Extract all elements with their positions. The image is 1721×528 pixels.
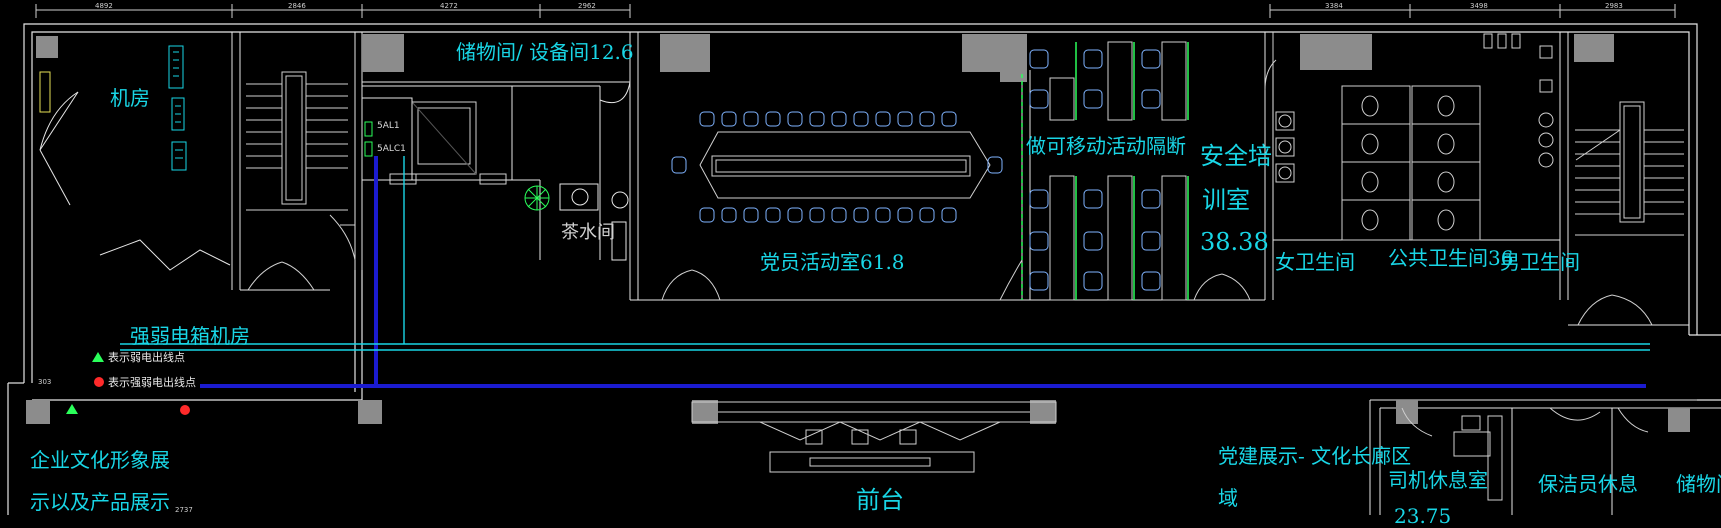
room-label-machine: 机房 xyxy=(110,86,150,110)
chair xyxy=(875,111,891,127)
chair xyxy=(1029,89,1049,109)
stairwell-right xyxy=(1575,101,1684,326)
conference-chairs xyxy=(671,49,1161,291)
dim-9: 2737 xyxy=(175,506,193,514)
room-label-party-activity: 党员活动室61.8 xyxy=(760,250,905,274)
room-label-men-wc: 男卫生间 xyxy=(1500,250,1580,274)
room-area-safety-training: 38.38 xyxy=(1200,228,1269,256)
chair xyxy=(1083,231,1103,251)
chair xyxy=(721,111,737,127)
structural-columns xyxy=(26,34,1690,432)
chair xyxy=(1083,49,1103,69)
room-label-women-wc: 女卫生间 xyxy=(1275,250,1355,274)
room-label-corporate-2: 示以及产品展示 xyxy=(30,490,170,514)
room-label-storage-equipment: 储物间/ 设备间12.6 xyxy=(456,40,634,64)
chair xyxy=(919,207,935,223)
strong-cable-run xyxy=(200,156,1646,388)
chair xyxy=(1029,271,1049,291)
chair xyxy=(919,111,935,127)
conference-table xyxy=(699,131,991,199)
room-label-driver-lounge: 司机休息室 xyxy=(1388,468,1488,492)
chair xyxy=(787,207,803,223)
exterior-walls xyxy=(7,23,1721,515)
weak-cable-run xyxy=(120,156,1650,351)
room-label-storage-right: 储物间 xyxy=(1676,472,1721,496)
room-label-cleaner-lounge: 保洁员休息 xyxy=(1538,472,1638,496)
chair xyxy=(809,207,825,223)
room-label-safety-training-1: 安全培 xyxy=(1200,142,1272,170)
room-label-public-wc: 公共卫生间36 xyxy=(1388,246,1514,270)
stairwell-left xyxy=(246,71,356,291)
chair xyxy=(1083,89,1103,109)
chair xyxy=(987,156,1003,174)
chair xyxy=(743,207,759,223)
dim-3: 4272 xyxy=(440,2,458,10)
chair xyxy=(699,111,715,127)
room-area-driver-lounge: 23.75 xyxy=(1394,504,1452,528)
chair xyxy=(721,207,737,223)
dim-8: 303 xyxy=(38,378,51,386)
note-movable-partition: 做可移动活动隔断 xyxy=(1026,134,1186,158)
chair xyxy=(1029,231,1049,251)
chair xyxy=(699,207,715,223)
dim-6: 3498 xyxy=(1470,2,1488,10)
top-dimension-line xyxy=(35,4,1676,18)
dim-7: 2983 xyxy=(1605,2,1623,10)
machine-room-door xyxy=(39,91,231,271)
interior-walls xyxy=(231,32,1721,515)
chair xyxy=(941,207,957,223)
dim-2: 2846 xyxy=(288,2,306,10)
front-desk xyxy=(691,401,1057,473)
chair xyxy=(765,207,781,223)
panel-label-2: 5ALC1 xyxy=(377,144,406,154)
movable-partition xyxy=(1021,42,1189,300)
server-racks xyxy=(39,45,187,171)
chair xyxy=(809,111,825,127)
dim-1: 4892 xyxy=(95,2,113,10)
legend-markers xyxy=(66,352,190,415)
chair xyxy=(1141,89,1161,109)
driver-room-furniture xyxy=(1401,407,1649,501)
chair xyxy=(743,111,759,127)
panel-label-1: 5AL1 xyxy=(377,121,400,131)
chair xyxy=(853,111,869,127)
chair xyxy=(671,156,687,174)
room-label-party-gallery-1: 党建展示- 文化长廊区 xyxy=(1218,444,1412,468)
chair xyxy=(897,111,913,127)
chair xyxy=(1029,49,1049,69)
chair xyxy=(897,207,913,223)
doors-misc xyxy=(661,59,1277,301)
electrical-panels xyxy=(361,97,413,181)
legend-weak-text: 表示弱电出线点 xyxy=(108,351,185,364)
chair xyxy=(1083,271,1103,291)
tea-room-fixtures xyxy=(524,81,631,261)
chair xyxy=(875,207,891,223)
chair xyxy=(1141,231,1161,251)
chair xyxy=(1141,189,1161,209)
chair xyxy=(787,111,803,127)
dim-4: 2962 xyxy=(578,2,596,10)
chair xyxy=(765,111,781,127)
training-furniture xyxy=(1049,41,1187,301)
chair xyxy=(831,111,847,127)
floor-plan-drawing: 4892 2846 4272 2962 3384 3498 2983 303 2… xyxy=(7,2,1721,515)
room-label-corporate-1: 企业文化形象展 xyxy=(30,448,170,472)
toilet-stalls xyxy=(1272,32,1554,241)
chair xyxy=(941,111,957,127)
room-label-front-desk: 前台 xyxy=(856,486,904,514)
chair xyxy=(1141,49,1161,69)
room-label-tea: 茶水间 xyxy=(561,222,615,243)
room-label-safety-training-2: 训室 xyxy=(1202,186,1250,214)
room-label-electric: 强弱电箱机房 xyxy=(130,324,250,348)
chair xyxy=(1083,189,1103,209)
chair xyxy=(831,207,847,223)
chair xyxy=(853,207,869,223)
chair xyxy=(1029,189,1049,209)
room-label-party-gallery-2: 域 xyxy=(1218,486,1238,510)
dim-5: 3384 xyxy=(1325,2,1343,10)
chair xyxy=(1141,271,1161,291)
legend-strong-text: 表示强弱电出线点 xyxy=(108,376,196,389)
